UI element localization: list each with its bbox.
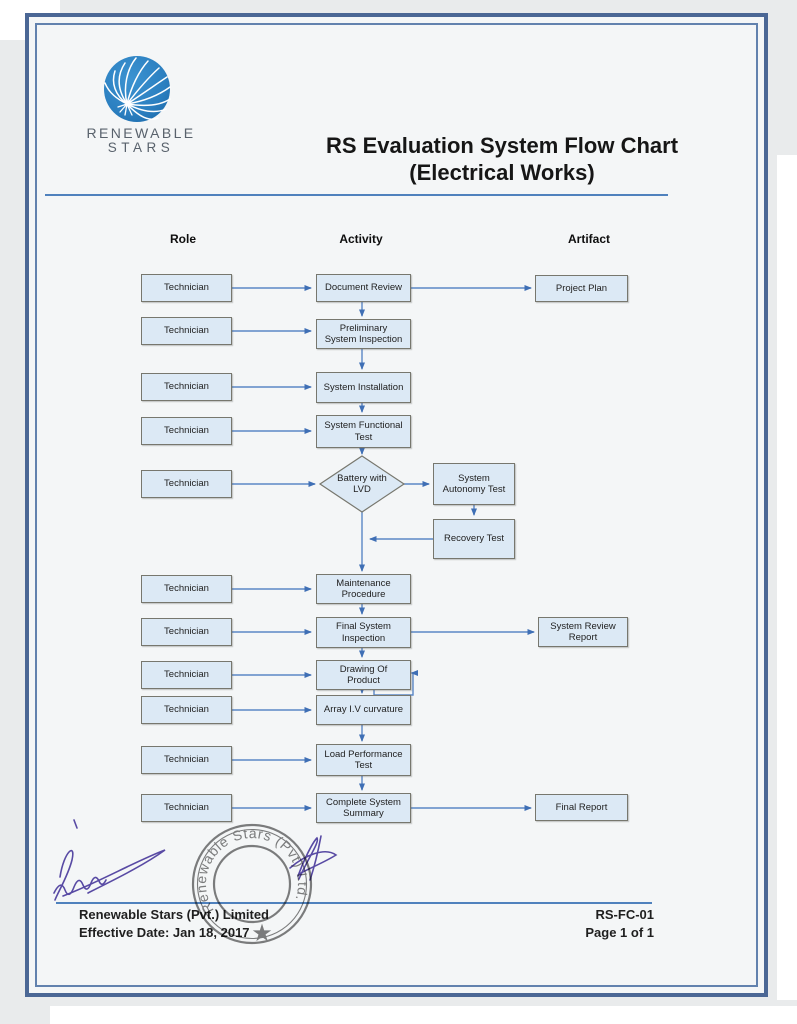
- column-header-artifact: Artifact: [567, 232, 610, 246]
- node-battery-with-lvd-label: Battery with LVD: [337, 472, 387, 495]
- node-complete-system-summary: Complete System Summary: [316, 793, 411, 823]
- node-final-report: Final Report: [535, 794, 628, 821]
- document-title-line2: (Electrical Works): [409, 160, 595, 185]
- node-drawing-of-product: Drawing Of Product: [316, 660, 411, 690]
- node-technician: Technician: [141, 274, 232, 302]
- node-technician: Technician: [141, 661, 232, 689]
- scan-white-strip-bottom: [50, 1006, 797, 1024]
- node-technician: Technician: [141, 746, 232, 774]
- logo-wordmark: RENEWABLE STARS: [80, 126, 202, 155]
- node-technician: Technician: [141, 696, 232, 724]
- node-technician: Technician: [141, 575, 232, 603]
- scan-white-strip: [777, 155, 797, 1000]
- node-technician: Technician: [141, 317, 232, 345]
- node-recovery-test: Recovery Test: [433, 519, 515, 559]
- logo-word-renewable: RENEWABLE: [86, 125, 196, 141]
- footer-rule: [56, 902, 652, 904]
- footer-page-number: Page 1 of 1: [585, 925, 654, 940]
- node-technician: Technician: [141, 618, 232, 646]
- footer-left-block: Renewable Stars (Pvt.) Limited Effective…: [79, 906, 269, 942]
- title-underline: [45, 194, 668, 196]
- page-border-inner: [35, 23, 758, 987]
- node-technician: Technician: [141, 373, 232, 401]
- node-maintenance-procedure: Maintenance Procedure: [316, 574, 411, 604]
- column-header-activity: Activity: [339, 232, 383, 246]
- node-technician: Technician: [141, 417, 232, 445]
- footer-doc-code: RS-FC-01: [595, 907, 654, 922]
- node-final-system-inspection: Final System Inspection: [316, 617, 411, 648]
- stamp-ring-text: Renewable Stars (Pvt) Ltd.: [193, 825, 310, 917]
- node-technician: Technician: [141, 470, 232, 498]
- node-project-plan: Project Plan: [535, 275, 628, 302]
- column-header-role: Role: [169, 232, 196, 246]
- node-system-functional-test: System Functional Test: [316, 415, 411, 448]
- node-preliminary-system-inspection: Preliminary System Inspection: [316, 319, 411, 349]
- footer-effective-date: Effective Date: Jan 18, 2017: [79, 925, 250, 940]
- node-document-review: Document Review: [316, 274, 411, 302]
- renewable-stars-logo-icon: [104, 56, 171, 122]
- svg-text:Renewable Stars (Pvt) Ltd.: Renewable Stars (Pvt) Ltd.: [193, 825, 311, 917]
- node-system-autonomy-test: System Autonomy Test: [433, 463, 515, 505]
- decision-diamond-battery-with-lvd: [318, 455, 406, 513]
- node-system-installation: System Installation: [316, 372, 411, 403]
- document-title-line1: RS Evaluation System Flow Chart: [325, 133, 679, 158]
- node-technician: Technician: [141, 794, 232, 822]
- node-array-iv-curvature: Array I.V curvature: [316, 695, 411, 725]
- page-border-outer: [25, 13, 768, 997]
- footer-right-block: RS-FC-01 Page 1 of 1: [520, 906, 654, 942]
- node-system-review-report: System Review Report: [538, 617, 628, 647]
- logo-word-stars: STARS: [107, 140, 175, 155]
- stamp-star-icon: ★: [251, 920, 273, 947]
- footer-company: Renewable Stars (Pvt.) Limited: [79, 907, 269, 922]
- document-title: RS Evaluation System Flow Chart (Electri…: [302, 132, 702, 186]
- node-load-performance-test: Load Performance Test: [316, 744, 411, 776]
